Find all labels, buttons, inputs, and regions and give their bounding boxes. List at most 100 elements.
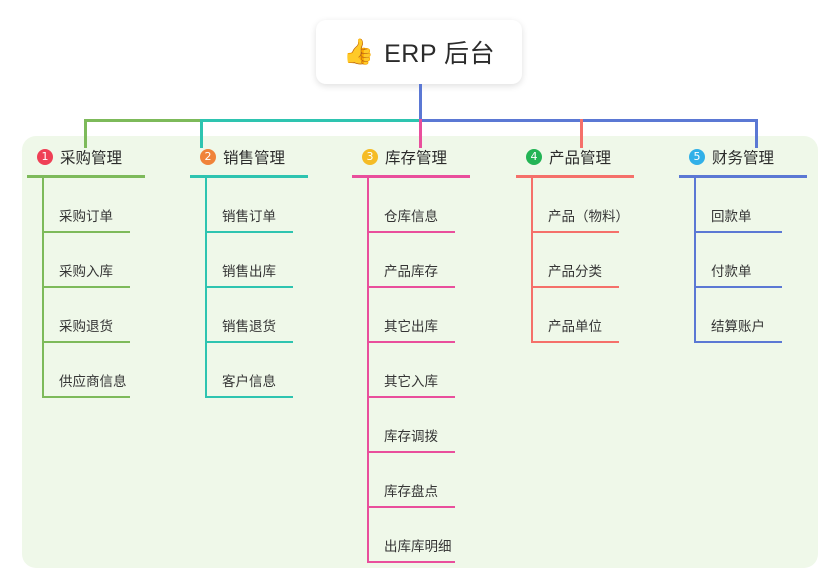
branch-title-3: 库存管理 [385,150,448,167]
branch-header-2[interactable]: 2 销售管理 [190,146,340,168]
branch-title-2: 销售管理 [223,150,286,167]
leaf-item[interactable]: 客户信息 [190,343,340,398]
leaf-item[interactable]: 产品分类 [516,233,666,288]
leaf-rule [367,231,455,233]
leaf-rule [367,341,455,343]
bus-segment-1 [84,119,201,122]
branch-drop-3 [419,119,422,148]
branch-drop-2 [200,119,203,148]
leaf-item[interactable]: 其它入库 [352,343,502,398]
leaf-item[interactable]: 出库库明细 [352,508,502,563]
branch-title-1: 采购管理 [60,150,123,167]
leaf-label: 客户信息 [222,374,276,389]
leaf-item[interactable]: 结算账户 [679,288,819,343]
branch-badge-5: 5 [689,149,705,165]
branch-title-4: 产品管理 [549,150,612,167]
leaf-label: 产品（物料） [548,209,629,224]
leaf-item[interactable]: 产品（物料） [516,178,666,233]
leaf-item[interactable]: 采购入库 [27,233,177,288]
leaf-item[interactable]: 销售订单 [190,178,340,233]
leaf-rule [694,231,782,233]
leaf-item[interactable]: 产品库存 [352,233,502,288]
leaf-item[interactable]: 采购订单 [27,178,177,233]
branch-column-4: 4 产品管理产品（物料） 产品分类产品单位 [516,146,666,343]
leaf-label: 库存调拨 [384,429,438,444]
leaf-item[interactable]: 库存盘点 [352,453,502,508]
leaf-rule [694,286,782,288]
leaf-item[interactable]: 回款单 [679,178,819,233]
leaf-item[interactable]: 库存调拨 [352,398,502,453]
root-node-label: ERP 后台 [384,40,496,68]
leaf-item[interactable]: 仓库信息 [352,178,502,233]
leaf-label: 采购入库 [59,264,113,279]
branch-drop-1 [84,119,87,148]
leaf-rule [205,396,293,398]
branch-header-4[interactable]: 4 产品管理 [516,146,666,168]
leaf-rule [42,396,130,398]
branch-column-2: 2 销售管理销售订单销售出库销售退货客户信息 [190,146,340,398]
leaf-rule [531,231,619,233]
leaf-rule [367,451,455,453]
leaf-item[interactable]: 产品单位 [516,288,666,343]
leaf-item[interactable]: 供应商信息 [27,343,177,398]
branch-drop-5 [755,119,758,148]
leaf-label: 产品单位 [548,319,602,334]
root-stem [419,84,422,122]
branch-spine-4 [531,178,533,343]
leaf-list-5: 回款单付款单结算账户 [679,178,819,343]
branch-header-rule-4 [516,175,634,178]
branch-header-rule-1 [27,175,145,178]
branch-title-5: 财务管理 [712,150,775,167]
leaf-label: 仓库信息 [384,209,438,224]
leaf-item[interactable]: 销售退货 [190,288,340,343]
leaf-item[interactable]: 销售出库 [190,233,340,288]
leaf-label: 其它入库 [384,374,438,389]
branch-header-5[interactable]: 5 财务管理 [679,146,819,168]
leaf-rule [694,341,782,343]
branch-spine-5 [694,178,696,343]
leaf-rule [367,561,455,563]
leaf-label: 库存盘点 [384,484,438,499]
leaf-label: 销售出库 [222,264,276,279]
thumbs-up-icon: 👍 [342,37,375,66]
leaf-label: 销售订单 [222,209,276,224]
branch-column-5: 5 财务管理回款单付款单结算账户 [679,146,819,343]
leaf-label: 销售退货 [222,319,276,334]
root-node[interactable]: 👍 ERP 后台 [316,20,522,84]
leaf-rule [367,396,455,398]
branch-spine-3 [367,178,369,563]
leaf-label: 产品库存 [384,264,438,279]
leaf-label: 出库库明细 [384,539,452,554]
leaf-item[interactable]: 其它出库 [352,288,502,343]
leaf-rule [205,341,293,343]
leaf-rule [42,341,130,343]
leaf-rule [367,506,455,508]
branch-spine-1 [42,178,44,398]
leaf-item[interactable]: 付款单 [679,233,819,288]
branch-badge-4: 4 [526,149,542,165]
leaf-rule [205,286,293,288]
leaf-item[interactable]: 采购退货 [27,288,177,343]
leaf-rule [531,286,619,288]
branch-badge-2: 2 [200,149,216,165]
leaf-rule [367,286,455,288]
branch-header-rule-2 [190,175,308,178]
branch-header-rule-5 [679,175,807,178]
leaf-rule [531,341,619,343]
leaf-label: 采购退货 [59,319,113,334]
leaf-label: 供应商信息 [59,374,127,389]
branch-header-rule-3 [352,175,470,178]
leaf-label: 回款单 [711,209,752,224]
leaf-label: 采购订单 [59,209,113,224]
leaf-label: 其它出库 [384,319,438,334]
branch-spine-2 [205,178,207,398]
leaf-list-2: 销售订单销售出库销售退货客户信息 [190,178,340,398]
leaf-rule [42,286,130,288]
leaf-label: 结算账户 [711,319,765,334]
leaf-label: 产品分类 [548,264,602,279]
